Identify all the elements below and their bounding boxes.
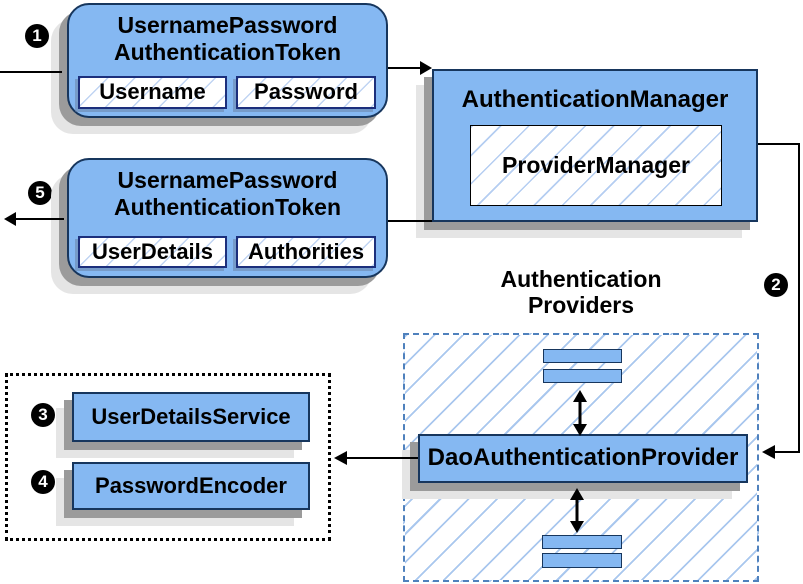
outgoing-response-arrowhead-icon <box>4 212 16 226</box>
step-5-badge: 5 <box>28 181 52 205</box>
request-token-title: UsernamePassword AuthenticationToken <box>69 5 386 66</box>
provider-bar-bottom-2 <box>542 553 622 568</box>
step-1-badge: 1 <box>25 24 49 48</box>
request-token-box: UsernamePassword AuthenticationToken Use… <box>67 3 388 118</box>
authentication-providers-label-line1: Authentication <box>500 266 662 292</box>
response-token-box: UsernamePassword AuthenticationToken Use… <box>67 158 388 278</box>
request-token-title-line1: UsernamePassword <box>117 12 338 38</box>
manager-to-dao-arrowhead-icon <box>762 445 775 459</box>
response-token-title-line1: UsernamePassword <box>117 167 338 193</box>
password-encoder-box: PasswordEncoder <box>72 462 310 510</box>
authorities-field-box: Authorities <box>236 236 376 268</box>
user-details-service-box: UserDetailsService <box>72 392 310 442</box>
provider-manager-box: ProviderManager <box>470 125 722 206</box>
request-token-title-line2: AuthenticationToken <box>113 39 341 65</box>
provider-bar-top-1 <box>543 349 622 363</box>
provider-bar-top-2 <box>543 369 622 383</box>
response-token-title-line2: AuthenticationToken <box>113 194 341 220</box>
step-3-badge: 3 <box>31 403 55 427</box>
authentication-manager-box: AuthenticationManager ProviderManager <box>432 69 758 222</box>
userdetails-field-box: UserDetails <box>78 236 227 268</box>
services-container <box>5 373 331 541</box>
password-field-box: Password <box>236 76 376 109</box>
token-to-manager-arrowhead-icon <box>420 61 432 75</box>
username-field-box: Username <box>78 76 227 109</box>
dao-authentication-provider-box: DaoAuthenticationProvider <box>418 434 748 483</box>
dao-to-services-arrowhead-icon <box>334 451 347 465</box>
authentication-providers-label: Authentication Providers <box>403 266 759 318</box>
authentication-manager-title: AuthenticationManager <box>461 86 729 113</box>
authentication-providers-label-line2: Providers <box>527 292 635 318</box>
provider-bar-bottom-1 <box>542 535 622 549</box>
step-4-badge: 4 <box>31 470 55 494</box>
response-token-title: UsernamePassword AuthenticationToken <box>69 160 386 221</box>
manager-to-dao-line <box>758 143 800 453</box>
step-2-badge: 2 <box>764 273 788 297</box>
